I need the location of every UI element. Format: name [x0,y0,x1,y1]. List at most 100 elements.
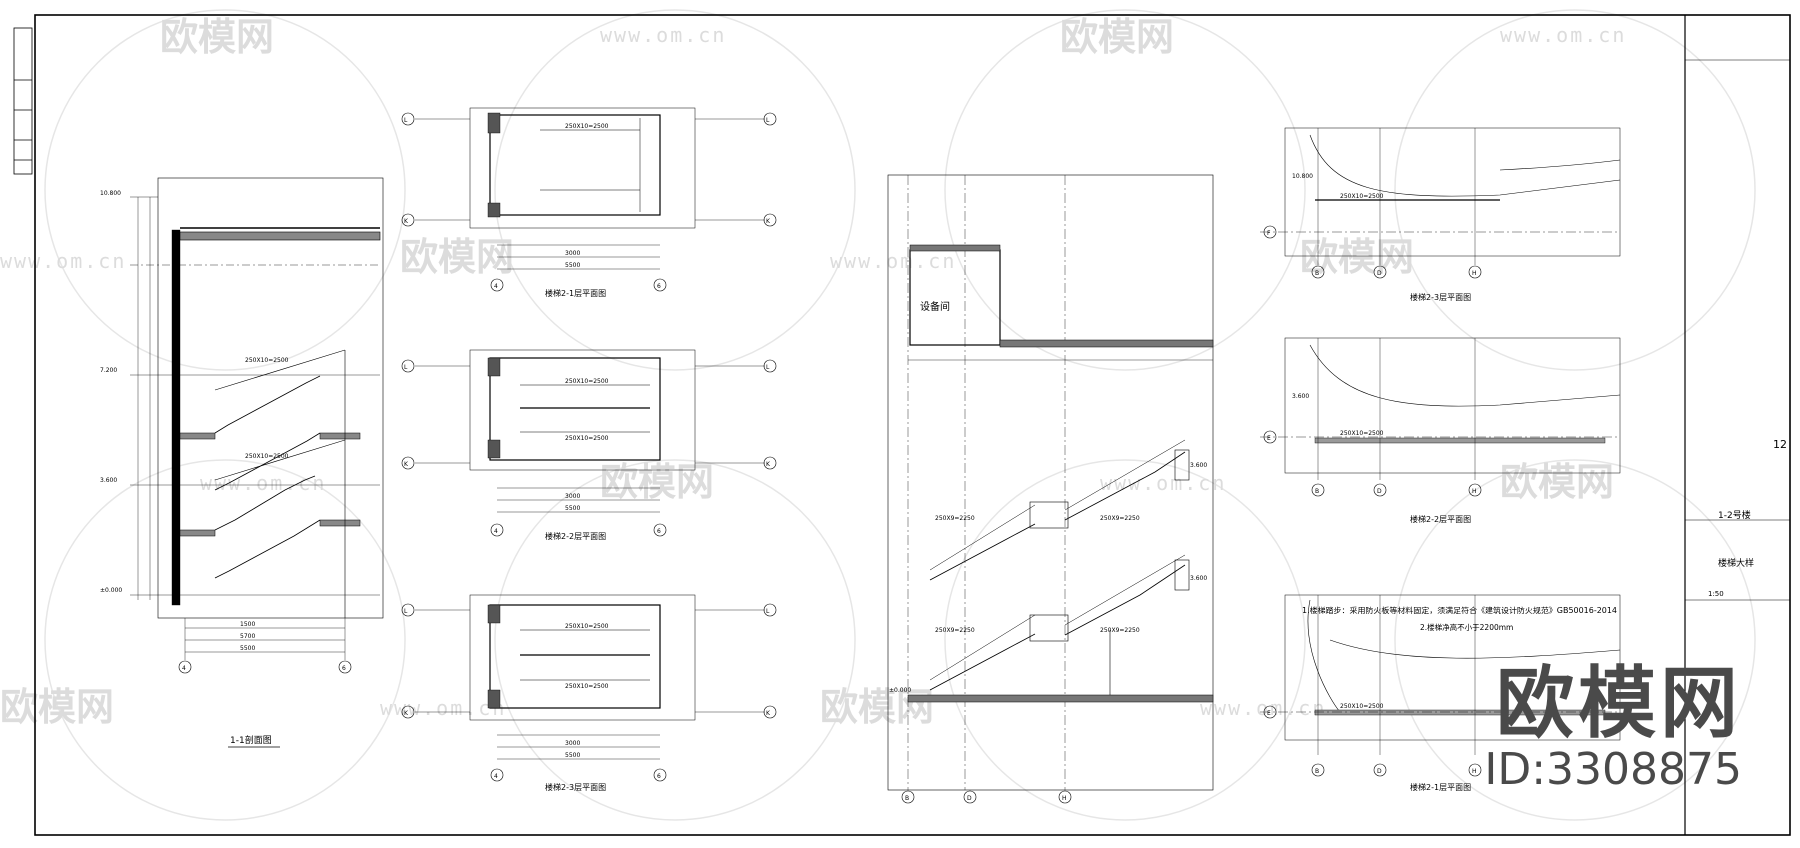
dimension-label: 5700 [240,633,255,640]
watermark-brand: 欧模网 [600,460,714,504]
drawing-title: 1-1剖面图 [230,734,272,746]
drawing-title: 楼梯2-2层平面图 [545,531,606,541]
section-1-1 [130,177,384,674]
dimension-label: 3000 [565,740,580,747]
axis-label: D [1377,270,1382,277]
stair-plan-3 [401,594,777,782]
watermark-id: ID:3308875 [1484,744,1742,795]
watermark-layer: 欧模网 欧模网 欧模网 欧模网 欧模网 欧模网 欧模网 欧模网 www.om.c… [0,9,1756,821]
level-label: 7.200 [100,367,117,374]
steps-label: 250X10=2500 [1340,430,1384,437]
steps-label: 250X10=2500 [565,683,609,690]
axis-label: L [766,364,770,371]
axis-label: 6 [342,665,346,672]
axis-label: B [1315,768,1319,775]
revision-box [13,27,33,175]
steps-label: 250X10=2500 [565,123,609,130]
axis-label: 4 [494,528,498,535]
drawing-title: 楼梯2-1层平面图 [1410,782,1471,792]
level-label: ±0.000 [889,687,911,694]
axis-label: L [404,364,408,371]
note-line: 2.楼梯净高不小于2200mm [1420,622,1513,632]
axis-label: E [1267,710,1271,717]
steps-label: 250X10=2500 [565,378,609,385]
steps-label: 250X9=2250 [935,515,975,522]
watermark-brand: 欧模网 [400,235,514,279]
watermark-url: www.om.cn [380,696,506,720]
steps-label: 250X9=2250 [1100,627,1140,634]
axis-label: 4 [494,283,498,290]
section-1-1-labels: 10.800 7.200 3.600 ±0.000 1500 5700 5500… [100,190,346,672]
stair-plan-2 [401,349,777,537]
level-label: ±0.000 [100,587,122,594]
steps-label: 250X10=2500 [1340,193,1384,200]
level-label: 3.600 [1292,393,1309,400]
axis-label: K [766,461,771,468]
title-scale: 1:50 [1708,590,1724,598]
watermark-url: www.om.cn [830,249,956,273]
watermark-brand: 欧模网 [1500,460,1614,504]
axis-label: L [404,608,408,615]
steps-label: 250X10=2500 [245,357,289,364]
watermark-url: www.om.cn [1200,696,1326,720]
axis-label: K [404,461,409,468]
axis-label: B [905,795,909,802]
level-label: 10.800 [100,190,121,197]
axis-label: D [967,795,972,802]
watermark-url: www.om.cn [200,471,326,495]
drawing-title: 楼梯2-1层平面图 [545,288,606,298]
dimension-label: 5500 [565,752,580,759]
axis-label: L [766,608,770,615]
steps-label: 250X10=2500 [1340,703,1384,710]
sheet-border [34,14,1791,836]
axis-label: H [1472,488,1477,495]
steps-label: 250X9=2250 [935,627,975,634]
watermark-url: www.om.cn [0,249,126,273]
watermark-url: www.om.cn [1500,23,1626,47]
axis-label: K [404,710,409,717]
title-block: 12 1-2号楼 楼梯大样 1:50 [1684,15,1790,835]
dimension-label: 5500 [565,262,580,269]
level-label: 3.600 [1190,575,1207,582]
steps-label: 250X10=2500 [565,435,609,442]
detail-plan-1 [1260,127,1621,279]
drawing-name: 楼梯大样 [1718,557,1754,569]
axis-label: B [1315,270,1319,277]
axis-label: K [404,218,409,225]
watermark-url: www.om.cn [1100,471,1226,495]
axis-label: 6 [657,283,661,290]
axis-label: D [1377,768,1382,775]
axis-label: 4 [182,665,186,672]
stair-name: 1-2号楼 [1718,509,1751,521]
stair-plan-1 [401,107,777,292]
dimension-label: 5500 [240,645,255,652]
axis-label: F [1267,230,1271,237]
sheet-number: 12 [1773,438,1787,451]
level-label: 10.800 [1292,173,1313,180]
note-line: 1.楼梯踏步：采用防火板等材料固定，须满足符合《建筑设计防火规范》GB50016… [1302,605,1617,615]
level-label: 3.600 [100,477,117,484]
dimension-label: 1500 [240,621,255,628]
watermark-brand: 欧模网 [160,15,274,59]
detail-plan-2 [1260,337,1621,497]
dimension-label: 3000 [565,493,580,500]
axis-label: H [1472,270,1477,277]
section-center [887,174,1214,804]
level-label: 3.600 [1190,462,1207,469]
axis-label: E [1267,435,1271,442]
dimension-label: 5500 [565,505,580,512]
drawing-title: 楼梯2-3层平面图 [1410,292,1471,302]
axis-label: 4 [494,773,498,780]
steps-label: 250X9=2250 [1100,515,1140,522]
detail-plan-3 [1260,594,1621,777]
watermark-url: www.om.cn [600,23,726,47]
axis-label: 6 [657,528,661,535]
watermark-brand: 欧模网 [820,685,934,729]
axis-label: D [1377,488,1382,495]
watermark-ring [44,9,1756,821]
watermark-logo-text: 欧模网 [1495,659,1742,749]
axis-label: 6 [657,773,661,780]
watermark-brand: 欧模网 [1060,15,1174,59]
axis-label: K [766,710,771,717]
